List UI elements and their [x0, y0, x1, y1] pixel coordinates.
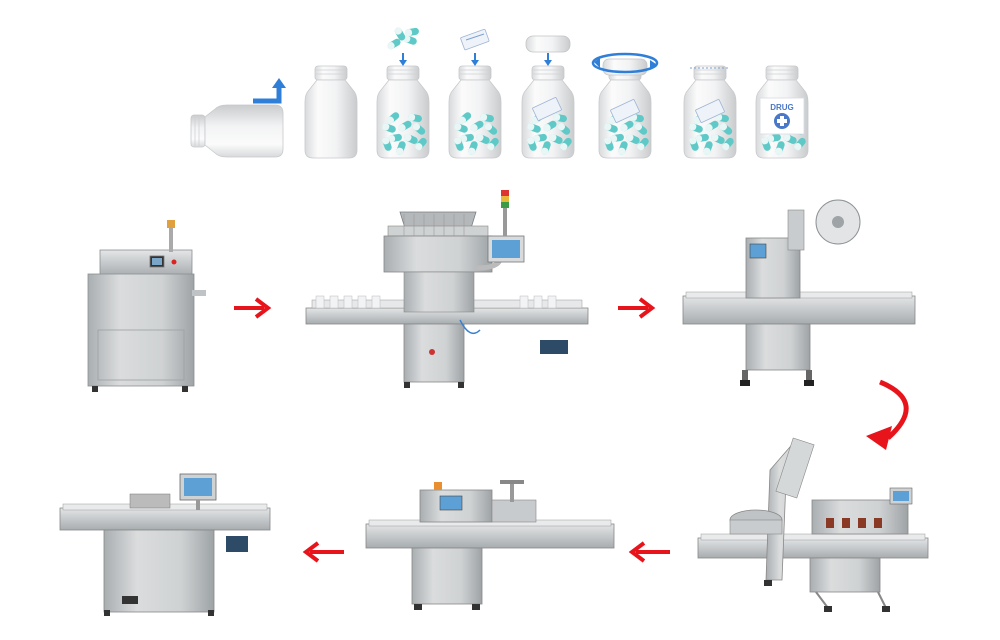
flow-arrow-curve-icon — [866, 379, 909, 450]
step-capsule-counting-icon — [376, 26, 430, 159]
step-cap-placing-icon — [521, 35, 575, 159]
bottle-unscrambler-machine — [87, 220, 206, 392]
flow-arrow-left-icon — [628, 541, 670, 563]
flow-arrow-right-icon — [618, 297, 656, 319]
labeling-machine — [59, 473, 271, 616]
flow-arrow-left-icon — [302, 541, 344, 563]
desiccant-inserter-machine — [682, 199, 916, 386]
step-labeling-icon — [755, 65, 809, 159]
drug-label-text: DRUG — [770, 103, 794, 112]
step-desiccant-insert-icon — [448, 28, 502, 159]
step-induction-sealing-icon — [683, 65, 737, 159]
induction-sealer-machine — [365, 480, 615, 610]
step-bottle-unscrambler-icon — [190, 104, 284, 158]
flow-arrow-right-icon — [234, 297, 272, 319]
turn-arrow-icon — [253, 78, 286, 104]
step-capping-icon — [591, 52, 659, 159]
capping-machine — [697, 437, 929, 612]
step-empty-bottle-icon — [304, 65, 358, 159]
tablet-counting-machine — [305, 190, 589, 388]
